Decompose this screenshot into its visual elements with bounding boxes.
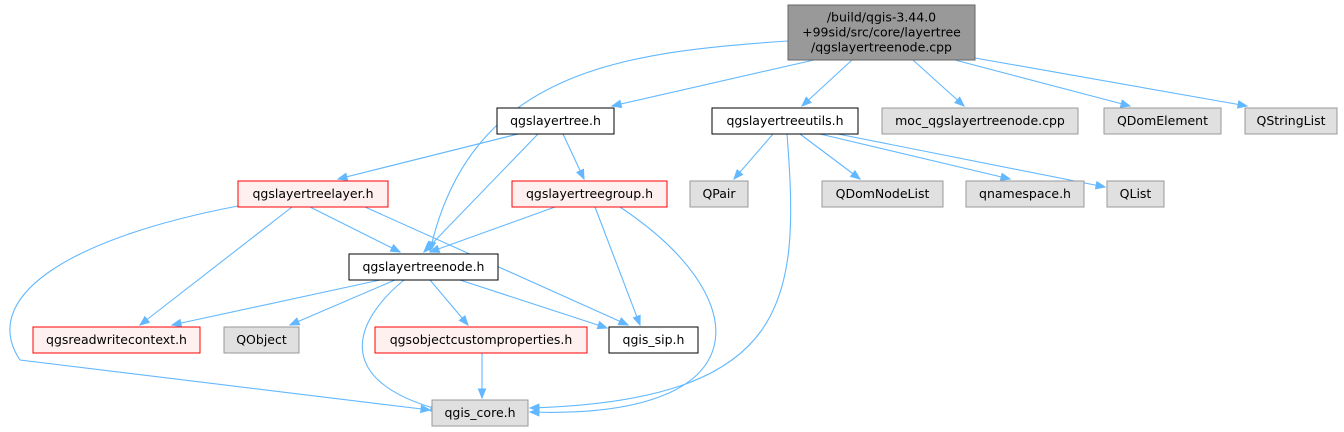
node-qgis_sip_h[interactable]: qgis_sip.h <box>608 326 699 354</box>
edge-qgslayertree_h-to-qgslayertreelayer_h <box>336 133 519 181</box>
edge-qgslayertreenode_h-to-qgis_sip_h <box>459 279 609 330</box>
node-label: qgslayertreeutils.h <box>726 113 843 128</box>
edge-qgslayertreegroup_h-to-qgis_sip_h <box>594 206 641 327</box>
node-qgslayertree_h[interactable]: qgslayertree.h <box>496 107 615 135</box>
node-box <box>496 107 615 135</box>
node-qgslayertreelayer_h[interactable]: qgslayertreelayer.h <box>237 180 389 208</box>
node-box <box>32 326 201 354</box>
node-label: qgslayertreenode.h <box>363 259 485 274</box>
node-label: qgsreadwritecontext.h <box>46 332 187 347</box>
node-qgsreadwritecontext_h[interactable]: qgsreadwritecontext.h <box>32 326 201 354</box>
node-label: QDomNodeList <box>836 186 930 201</box>
node-qlist[interactable]: QList <box>1106 180 1165 208</box>
node-qpair[interactable]: QPair <box>689 180 749 208</box>
node-qgslayertreenode_h[interactable]: qgslayertreenode.h <box>348 253 499 281</box>
edge-qgslayertreeutils_h-to-qpair <box>733 133 774 181</box>
node-box <box>608 326 699 354</box>
edge-root-to-moc_cpp <box>912 59 965 107</box>
edge-root-to-qgslayertreenode_h <box>427 40 789 253</box>
edge-qgslayertreelayer_h-to-qgsreadwritecontext_h <box>138 206 293 326</box>
node-label: moc_qgslayertreenode.cpp <box>895 113 1065 128</box>
node-box <box>1103 107 1222 135</box>
node-label: qgis_core.h <box>444 405 515 420</box>
node-qgsobjectcustomproperties_h[interactable]: qgsobjectcustomproperties.h <box>374 326 588 354</box>
node-box <box>711 107 859 135</box>
node-label: qgis_sip.h <box>623 332 685 347</box>
node-qobject[interactable]: QObject <box>223 326 300 354</box>
node-box <box>821 180 944 208</box>
edge-qgslayertreenode_h-to-qobject <box>288 279 396 326</box>
edge-qgslayertreeutils_h-to-qdomnodelist <box>799 133 862 180</box>
node-qgis_core_h[interactable]: qgis_core.h <box>431 399 529 427</box>
node-label: QList <box>1120 186 1152 201</box>
node-box <box>1244 107 1338 135</box>
node-label: qgslayertree.h <box>510 113 601 128</box>
node-label: /qgslayertreenode.cpp <box>811 40 952 55</box>
node-box <box>431 399 529 427</box>
node-box <box>881 107 1079 135</box>
edge-qgslayertreeutils_h-to-qgis_core_h <box>528 133 792 413</box>
node-qdomelement[interactable]: QDomElement <box>1103 107 1222 135</box>
edge-qgslayertreegroup_h-to-qgslayertreenode_h <box>428 206 556 253</box>
edge-qgslayertreeutils_h-to-qlist <box>837 133 1107 190</box>
node-box <box>965 180 1085 208</box>
edge-qgslayertree_h-to-qgslayertreenode_h <box>423 133 539 253</box>
edge-root-to-qdomelement <box>954 59 1132 108</box>
node-label: qnamespace.h <box>979 186 1071 201</box>
edge-qgslayertreelayer_h-to-qgslayertreenode_h <box>309 206 402 253</box>
edge-qgslayertreeutils_h-to-qnamespace_h <box>819 133 1012 182</box>
edge-qgslayertreenode_h-to-qgsobjectcustomproperties_h <box>429 279 469 327</box>
node-box <box>237 180 389 208</box>
node-label: /build/qgis-3.44.0 <box>827 10 936 25</box>
node-box <box>348 253 499 281</box>
node-root[interactable]: /build/qgis-3.44.0+99sid/src/core/layert… <box>787 4 976 61</box>
node-label: qgslayertreegroup.h <box>526 186 653 201</box>
node-box <box>511 180 668 208</box>
node-box <box>374 326 588 354</box>
edges-layer <box>9 40 1249 417</box>
node-label: qgslayertreelayer.h <box>253 186 374 201</box>
node-label: QObject <box>236 332 287 347</box>
node-qgslayertreeutils_h[interactable]: qgslayertreeutils.h <box>711 107 859 135</box>
node-box <box>787 4 976 61</box>
node-label: qgsobjectcustomproperties.h <box>390 332 573 347</box>
edge-qgslayertreenode_h-to-qgsreadwritecontext_h <box>170 279 381 328</box>
nodes-layer: /build/qgis-3.44.0+99sid/src/core/layert… <box>32 4 1338 427</box>
node-box <box>689 180 749 208</box>
node-box <box>223 326 300 354</box>
node-label: QStringList <box>1257 113 1326 128</box>
node-label: QDomElement <box>1117 113 1208 128</box>
edge-qgsobjectcustomproperties_h-to-qgis_core_h <box>477 353 487 400</box>
edge-qgslayertreelayer_h-to-qgis_core_h <box>9 205 432 414</box>
edge-root-to-qgslayertreeutils_h <box>801 59 853 107</box>
node-qstringlist[interactable]: QStringList <box>1244 107 1338 135</box>
node-qdomnodelist[interactable]: QDomNodeList <box>821 180 944 208</box>
node-label: +99sid/src/core/layertree <box>802 25 961 40</box>
node-box <box>1106 180 1165 208</box>
node-label: QPair <box>702 186 736 201</box>
node-moc_cpp[interactable]: moc_qgslayertreenode.cpp <box>881 107 1079 135</box>
node-qnamespace_h[interactable]: qnamespace.h <box>965 180 1085 208</box>
node-qgslayertreegroup_h[interactable]: qgslayertreegroup.h <box>511 180 668 208</box>
edge-qgslayertree_h-to-qgslayertreegroup_h <box>562 133 585 181</box>
edge-qgslayertreegroup_h-to-qgis_core_h <box>528 206 717 417</box>
edge-root-to-qstringlist <box>974 57 1249 109</box>
edge-root-to-qgslayertree_h <box>610 59 815 109</box>
